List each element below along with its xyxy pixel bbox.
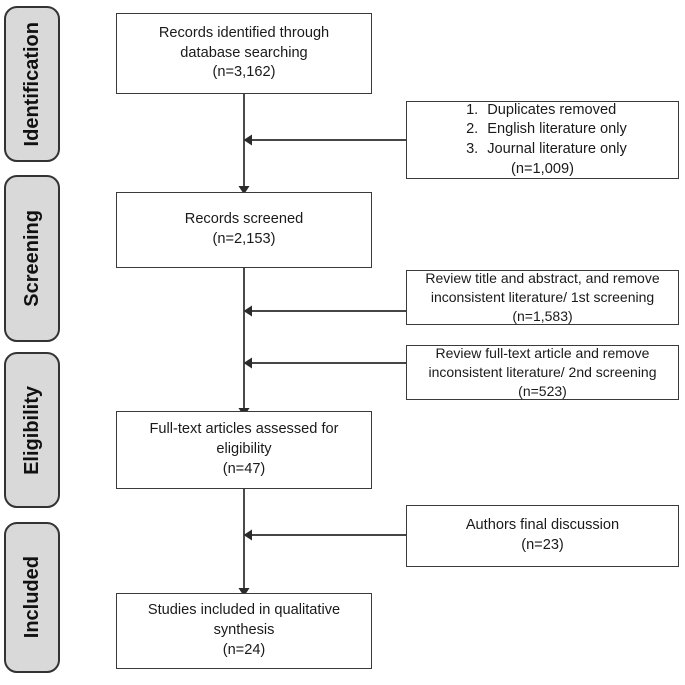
- list-item: 3. Journal literature only: [458, 140, 627, 160]
- duplicates-removed-list: 1. Duplicates removed 2. English literat…: [458, 101, 627, 160]
- records-identified-line-2: database searching: [180, 44, 308, 61]
- second-screening-line-1: Review full-text article and remove: [435, 345, 650, 362]
- stage-tab-label-identification: Identification: [21, 21, 43, 147]
- flow-box-second-screening: Review full-text article and remove inco…: [406, 345, 679, 400]
- flow-box-studies-included: Studies included in qualitative synthesi…: [116, 593, 372, 669]
- stage-tab-label-eligibility: Eligibility: [21, 385, 43, 475]
- records-identified-count: (n=3,162): [212, 64, 276, 81]
- stage-tab-label-included: Included: [21, 556, 43, 639]
- stage-tab-included: Included: [4, 522, 60, 673]
- flow-box-authors-final-discussion: Authors final discussion (n=23): [406, 505, 679, 567]
- flow-box-first-screening: Review title and abstract, and remove in…: [406, 270, 679, 325]
- full-text-assessed-line-2: eligibility: [216, 441, 272, 458]
- duplicates-removed-count: (n=1,009): [511, 160, 574, 177]
- list-item: 2. English literature only: [458, 120, 627, 140]
- list-item-number: 3.: [466, 141, 479, 157]
- stage-tab-eligibility: Eligibility: [4, 352, 60, 508]
- records-screened-line-1: Records screened: [184, 211, 304, 228]
- studies-included-count: (n=24): [222, 641, 266, 658]
- list-item-label: English literature only: [487, 121, 627, 138]
- first-screening-count: (n=1,583): [512, 307, 573, 324]
- studies-included-line-2: synthesis: [213, 622, 275, 639]
- stage-tab-screening: Screening: [4, 175, 60, 342]
- list-item-number: 1.: [466, 101, 479, 118]
- flow-box-records-identified: Records identified through database sear…: [116, 13, 372, 94]
- flow-box-records-screened: Records screened (n=2,153): [116, 192, 372, 268]
- records-identified-line-1: Records identified through: [158, 24, 330, 41]
- studies-included-line-1: Studies included in qualitative: [147, 602, 341, 619]
- full-text-assessed-count: (n=47): [222, 460, 266, 477]
- list-item: 1. Duplicates removed: [458, 101, 627, 121]
- authors-final-discussion-count: (n=23): [521, 537, 564, 553]
- flow-box-duplicates-removed: 1. Duplicates removed 2. English literat…: [406, 101, 679, 179]
- list-item-label: Duplicates removed: [487, 101, 617, 118]
- list-item-number: 2.: [466, 121, 479, 138]
- authors-final-discussion-line-1: Authors final discussion: [465, 517, 620, 534]
- stage-tab-identification: Identification: [4, 6, 60, 162]
- list-item-label: Journal literature only: [487, 141, 627, 157]
- first-screening-line-2: inconsistent literature/ 1st screening: [430, 289, 655, 306]
- records-screened-count: (n=2,153): [212, 231, 276, 247]
- flow-box-full-text-assessed: Full-text articles assessed for eligibil…: [116, 411, 372, 489]
- full-text-assessed-line-1: Full-text articles assessed for: [149, 421, 339, 438]
- second-screening-count: (n=523): [518, 382, 567, 399]
- second-screening-line-2: inconsistent literature/ 2nd screening: [428, 364, 657, 381]
- first-screening-line-1: Review title and abstract, and remove: [425, 270, 660, 287]
- stage-tab-label-screening: Screening: [21, 210, 43, 307]
